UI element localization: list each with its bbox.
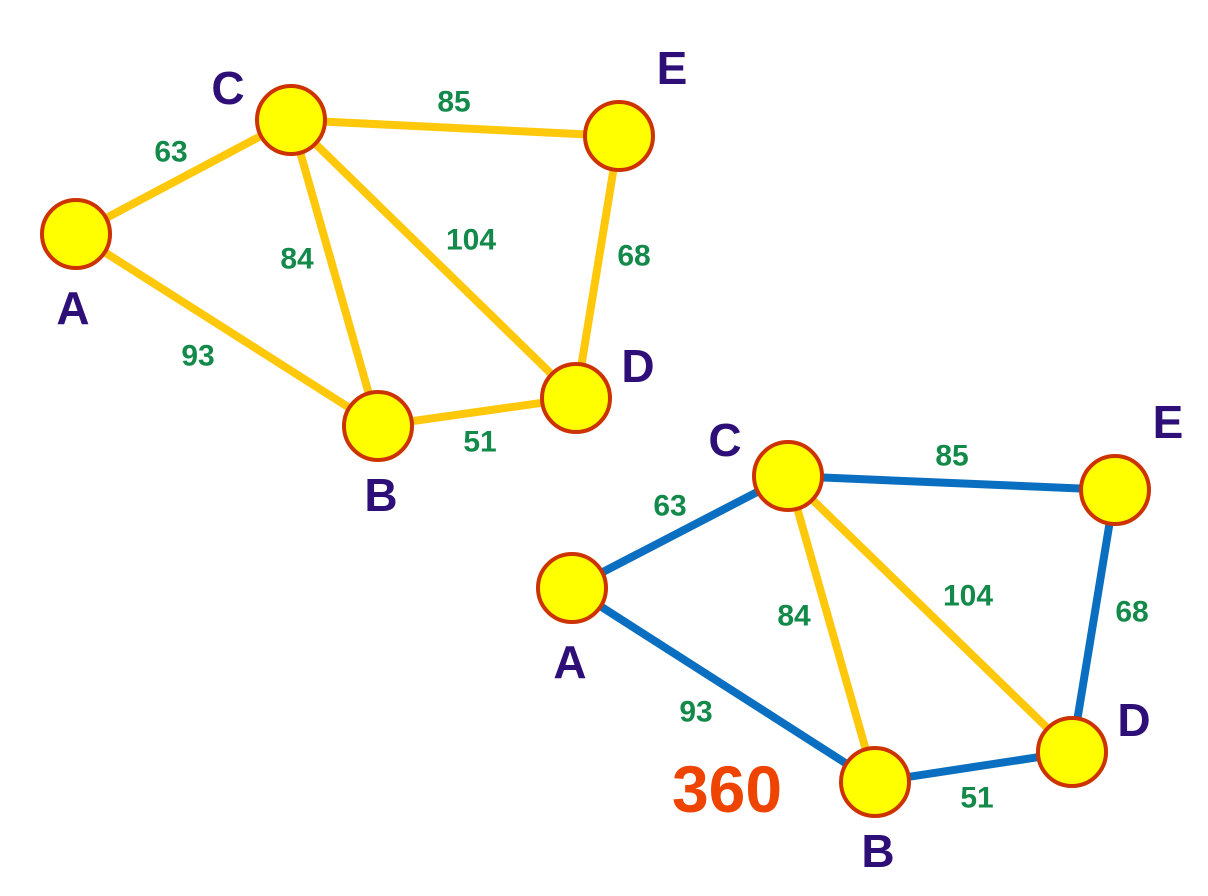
weight-label-b-d: 51: [960, 782, 993, 815]
edge-c-b: [287, 116, 382, 430]
node-label-a: A: [553, 636, 586, 688]
weight-label-c-b: 84: [280, 243, 314, 276]
weight-label-b-d: 51: [463, 426, 496, 459]
edge-weights: 63 93 84 104 85 68 51: [154, 86, 650, 459]
weight-label-c-b: 84: [777, 600, 811, 633]
nodes: A B C D E: [40, 42, 688, 521]
weight-label-a-c: 63: [154, 136, 187, 169]
node-label-b: B: [861, 825, 894, 877]
weight-label-c-d: 104: [943, 580, 993, 613]
node-label-b: B: [364, 469, 397, 521]
node-label-d: D: [621, 340, 654, 392]
node-b: [839, 746, 911, 818]
node-label-c: C: [708, 414, 741, 466]
edge-a-c: [568, 472, 792, 592]
edges: [568, 472, 1119, 786]
total-weight: 360: [672, 752, 782, 826]
edge-a-b: [72, 230, 382, 430]
node-a: [536, 552, 608, 624]
node-c: [752, 440, 824, 512]
edges: [72, 116, 623, 430]
weight-label-c-e: 85: [437, 86, 470, 119]
node-label-d: D: [1117, 694, 1150, 746]
weight-label-e-d: 68: [1115, 596, 1148, 629]
edge-c-d: [784, 472, 1076, 756]
edge-c-b: [784, 472, 879, 786]
edge-c-e: [287, 116, 623, 140]
node-a: [40, 198, 112, 270]
weight-label-a-b: 93: [181, 340, 214, 373]
edge-c-e: [784, 472, 1119, 494]
node-label-e: E: [1153, 396, 1184, 448]
minimum-path-graph: 63 93 84 104 85 68 51 A B C D E 360: [536, 396, 1184, 877]
node-e: [1079, 454, 1151, 526]
edge-weights: 63 93 84 104 85 68 51: [653, 440, 1148, 815]
node-e: [583, 100, 655, 172]
edge-a-b: [568, 584, 879, 786]
node-label-c: C: [211, 62, 244, 114]
edge-c-d: [287, 116, 580, 402]
node-d: [1036, 716, 1108, 788]
weight-label-a-b: 93: [679, 696, 712, 729]
weight-label-c-e: 85: [935, 440, 968, 473]
original-graph: 63 93 84 104 85 68 51 A B C D E: [40, 42, 688, 521]
edge-a-c: [72, 116, 295, 238]
node-c: [255, 84, 327, 156]
weight-label-e-d: 68: [617, 240, 650, 273]
node-label-a: A: [56, 282, 89, 334]
weight-label-c-d: 104: [446, 224, 496, 257]
node-d: [540, 362, 612, 434]
weight-label-a-c: 63: [653, 490, 686, 523]
node-b: [342, 390, 414, 462]
edge-e-d: [572, 132, 623, 402]
edge-e-d: [1068, 486, 1119, 756]
nodes: A B C D E: [536, 396, 1184, 877]
node-label-e: E: [657, 42, 688, 94]
